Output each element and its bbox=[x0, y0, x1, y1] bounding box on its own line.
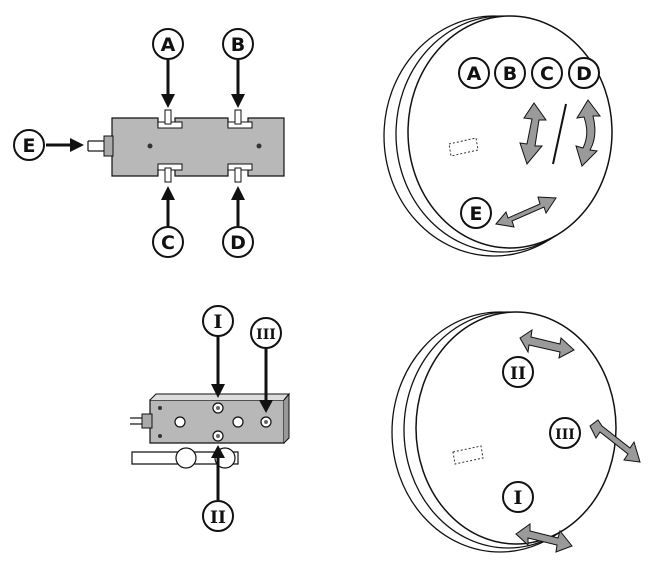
callout-circle-d bbox=[222, 226, 254, 258]
disc-callout-e bbox=[460, 197, 492, 229]
curved-arrow-icon bbox=[575, 99, 601, 167]
double-arrow-icon bbox=[515, 523, 573, 553]
callout-label-c: C bbox=[161, 232, 175, 254]
disc-callout-a bbox=[458, 57, 490, 89]
disc-label-a: A bbox=[467, 63, 482, 85]
screw-a bbox=[157, 109, 183, 129]
disc-callout-i bbox=[502, 481, 534, 513]
disc-label-d: D bbox=[576, 63, 592, 85]
callout-circle-b bbox=[222, 28, 254, 60]
screw-b bbox=[227, 109, 253, 129]
screw-d bbox=[227, 163, 253, 183]
double-arrow-icon bbox=[519, 102, 547, 166]
bottom-module-view: I III II bbox=[130, 305, 291, 532]
module-hole bbox=[256, 143, 262, 149]
screw-c bbox=[157, 163, 183, 183]
callout-label-d: D bbox=[230, 232, 246, 254]
callout-circle-e bbox=[13, 129, 45, 161]
disc-label-iii: III bbox=[555, 427, 575, 443]
module-hole bbox=[147, 143, 153, 149]
double-arrow-icon bbox=[495, 196, 557, 228]
callout-label-ii: II bbox=[210, 508, 226, 528]
disc-label-i: I bbox=[514, 487, 523, 509]
callout-label-a: A bbox=[161, 34, 176, 56]
disc-label-b: B bbox=[503, 63, 517, 85]
callout-circle-a bbox=[152, 28, 184, 60]
top-module-view: A B C D E bbox=[13, 28, 285, 258]
bottom-disc-view: II III I bbox=[391, 311, 641, 553]
callout-label-b: B bbox=[231, 34, 245, 56]
disc-label-c: C bbox=[540, 63, 554, 85]
connector-plug bbox=[103, 135, 114, 157]
disc-callout-d bbox=[568, 57, 600, 89]
top-disc-view: A B C D E bbox=[383, 15, 613, 257]
callout-label-i: I bbox=[214, 311, 223, 333]
slot-outline bbox=[452, 445, 484, 465]
callout-label-e: E bbox=[23, 135, 36, 157]
disc-callout-iii bbox=[549, 417, 581, 449]
disc-callout-ii bbox=[502, 356, 534, 388]
disc-label-e: E bbox=[470, 203, 483, 225]
double-arrow-icon bbox=[589, 419, 641, 463]
callout-circle-c bbox=[152, 226, 184, 258]
callout-circle-iii bbox=[250, 317, 282, 349]
disc-callout-b bbox=[494, 57, 526, 89]
callout-circle-ii bbox=[202, 500, 234, 532]
disc-callout-c bbox=[531, 57, 563, 89]
double-arrow-icon bbox=[519, 328, 575, 359]
disc-label-ii: II bbox=[510, 364, 526, 384]
callout-label-iii: III bbox=[256, 327, 276, 343]
callout-circle-i bbox=[202, 305, 234, 337]
divider-slash bbox=[552, 103, 567, 165]
